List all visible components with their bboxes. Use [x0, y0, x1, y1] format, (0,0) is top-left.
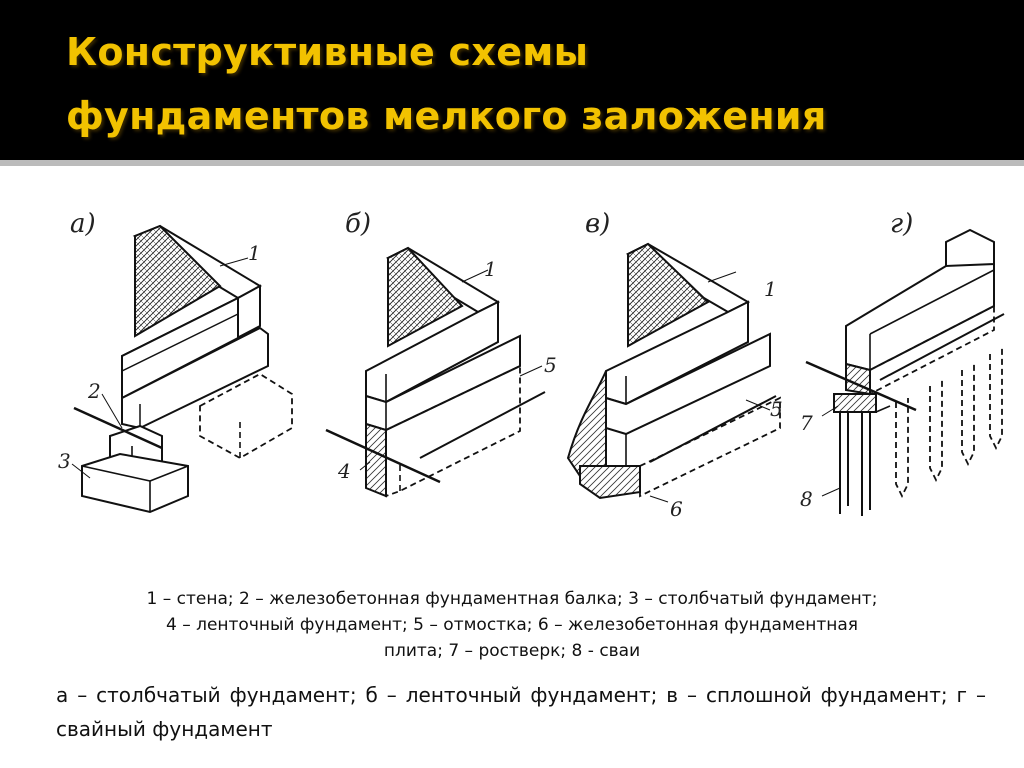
panel-c-number-6: 6: [670, 497, 683, 521]
title-bar: Конструктивные схемы фундаментов мелкого…: [0, 0, 1024, 160]
panel-c-label: в): [585, 209, 610, 239]
diagram-legend: 1 – стена; 2 – железобетонная фундаментн…: [40, 586, 984, 664]
diagram-caption: а – столбчатый фундамент; б – ленточный …: [56, 683, 986, 741]
slide-title-line-2: фундаментов мелкого заложения: [66, 94, 827, 138]
panel-a-number-3: 3: [58, 449, 71, 473]
panel-a-number-2: 2: [87, 379, 101, 403]
panel-c-number-1: 1: [764, 277, 777, 301]
legend-line-1: 1 – стена; 2 – железобетонная фундаментн…: [146, 589, 878, 609]
slide-title-line-1: Конструктивные схемы: [66, 30, 589, 74]
panel-b-number-5: 5: [544, 353, 557, 377]
title-divider: [0, 160, 1024, 166]
panel-d-number-7: 7: [800, 411, 813, 435]
panel-b-strip: б) 1 5 4: [325, 209, 557, 498]
panel-b-number-4: 4: [337, 459, 351, 483]
slide-content: а) 1 2: [0, 166, 1024, 768]
panel-d-label: г): [890, 209, 913, 239]
panel-a-columnar: а) 1 2: [58, 209, 293, 514]
legend-line-3: плита; 7 – ростверк; 8 - сваи: [383, 641, 641, 661]
panel-a-label: а): [70, 209, 96, 239]
panel-d-piles: г) 7 8: [800, 209, 1005, 516]
legend-line-2: 4 – ленточный фундамент; 5 – отмостка; 6…: [165, 615, 859, 635]
foundation-diagrams: а) 1 2: [58, 209, 1005, 521]
panel-d-number-8: 8: [800, 487, 813, 511]
panel-a-number-1: 1: [248, 241, 261, 265]
panel-c-slab: в) 1 5 6: [566, 209, 783, 521]
panel-c-number-5: 5: [770, 397, 783, 421]
panel-b-label: б): [345, 209, 371, 239]
panel-b-number-1: 1: [484, 257, 497, 281]
